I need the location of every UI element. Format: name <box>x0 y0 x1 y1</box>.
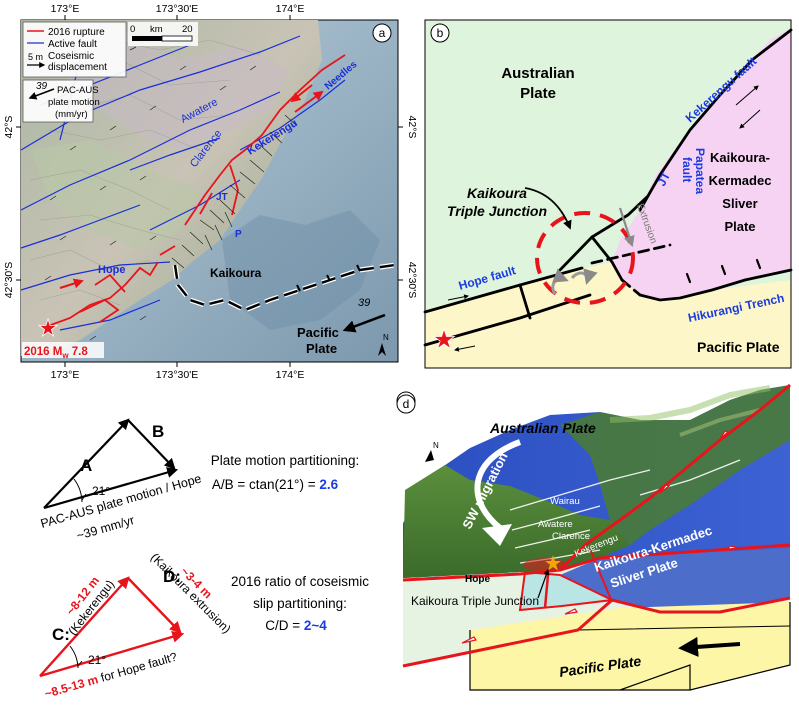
sliver-3: Sliver <box>722 196 757 211</box>
angle-21: 21° <box>92 484 110 498</box>
panel-b-tag: b <box>437 26 444 40</box>
hope-slip-arrow <box>59 278 84 289</box>
base2-label: ~8.5-13 m for Hope fault? <box>43 650 179 701</box>
ratio-2: slip partitioning: <box>253 596 347 611</box>
scale-max: 20 <box>182 24 193 35</box>
sliver-1: Kaikoura- <box>710 150 770 165</box>
vector-c: C: <box>52 625 70 644</box>
fault-awatere-d: Awatere <box>538 519 573 530</box>
lat-tick-left-2: 42°30'S <box>3 262 15 299</box>
panel-c-vectors: c A B 21° PAC-AUS plate motion / Hope ~3… <box>39 391 416 701</box>
lat-tick-right-2: 42°30'S <box>406 262 418 299</box>
epicenter-star-icon-b <box>432 327 456 350</box>
pacific-label-1: Pacific <box>297 325 339 340</box>
rupture-traces <box>47 54 346 327</box>
lon-tick-bottom-3: 174°E <box>276 369 305 381</box>
scale-unit: km <box>150 24 163 35</box>
plate-motion-3: (mm/yr) <box>55 109 88 120</box>
legend-active-fault: Active fault <box>48 39 97 50</box>
epicenter-star-icon <box>37 317 59 338</box>
pacific-label-2: Plate <box>306 341 337 356</box>
lon-tick-top-2: 173°30'E <box>156 3 198 15</box>
papatea-2: fault <box>680 157 694 182</box>
pacific-rate: 39 <box>358 297 370 309</box>
panel-a-axes: 173°E 173°30'E 174°E 173°E 173°30'E 174°… <box>3 3 418 381</box>
panel-a-tag: a <box>379 26 386 40</box>
australian-plate-1: Australian <box>501 65 574 82</box>
sliver-2: Kermadec <box>709 173 772 188</box>
north-arrow-d: N <box>425 441 439 462</box>
pacific-plate-b: Pacific Plate <box>697 339 780 355</box>
lon-tick-top-3: 174°E <box>276 3 305 15</box>
pm-equation: A/B = ctan(21°) = 2.6 <box>212 477 339 492</box>
panel-d-block <box>402 383 791 691</box>
fault-hope: Hope <box>98 264 126 276</box>
plate-motion-2: plate motion <box>48 97 100 108</box>
australian-plate-2: Plate <box>520 85 556 102</box>
legend: 2016 rupture Active fault Coseismic disp… <box>22 21 127 78</box>
fault-hope-d: Hope <box>465 574 490 585</box>
ratio-equation: C/D = 2~4 <box>265 618 327 633</box>
lon-tick-bottom-2: 173°30'E <box>156 369 198 381</box>
fault-wairau-d: Wairau <box>550 496 580 507</box>
scale-bar: 0 km 20 <box>128 22 198 46</box>
panel-b-schematic <box>423 19 793 369</box>
plate-motion-1: PAC-AUS <box>57 85 99 96</box>
north-arrow: N <box>378 333 389 356</box>
legend-coseismic: Coseismic <box>48 51 94 62</box>
sliver-4: Plate <box>724 219 755 234</box>
plate-motion-legend: 39 PAC-AUS plate motion (mm/yr) <box>22 79 100 123</box>
triple-1: Kaikoura <box>467 185 527 201</box>
panel-d-tag: d <box>403 397 410 411</box>
vector-d: D: <box>163 567 181 586</box>
vector-b: B <box>152 422 164 441</box>
town-kaikoura: Kaikoura <box>210 266 262 280</box>
fault-jt: JT <box>216 192 228 203</box>
pm-title: Plate motion partitioning: <box>211 453 360 468</box>
legend-displacement: displacement <box>48 62 107 73</box>
scale-zero: 0 <box>130 24 135 35</box>
north-label: N <box>383 333 389 342</box>
kekerengu-slip-arrow-2 <box>294 90 324 113</box>
eq-label: 2016 Mw 7.8 <box>24 346 88 360</box>
fault-p: P <box>235 229 242 240</box>
ratio-1: 2016 ratio of coseismic <box>231 574 369 589</box>
lat-tick-left-1: 42°S <box>3 116 15 139</box>
plate-rate-legend: 39 <box>36 81 48 92</box>
coseismic-vectors <box>44 46 297 341</box>
lat-tick-right-1: 42°S <box>406 116 418 139</box>
papatea-1: Papatea <box>693 148 707 194</box>
legend-scale: 5 m <box>28 52 43 62</box>
vector-a: A <box>80 456 92 475</box>
north-label-d: N <box>433 441 439 450</box>
lon-tick-top-1: 173°E <box>51 3 80 15</box>
australian-plate-d: Australian Plate <box>489 420 596 436</box>
fault-clarence-d: Clarence <box>552 531 590 542</box>
triple-junction-d: Kaikoura Triple Junction <box>411 594 539 608</box>
panel-a-trench <box>172 262 396 313</box>
d-note: (Kaikoura extrusion) <box>148 550 234 636</box>
kekerengu-slip-arrow <box>290 84 313 103</box>
lon-tick-bottom-1: 173°E <box>51 369 80 381</box>
triple-2: Triple Junction <box>447 203 547 219</box>
jt-label-b: JT <box>654 169 673 189</box>
angle-21-b: 21° <box>88 653 106 667</box>
legend-rupture: 2016 rupture <box>48 27 105 38</box>
